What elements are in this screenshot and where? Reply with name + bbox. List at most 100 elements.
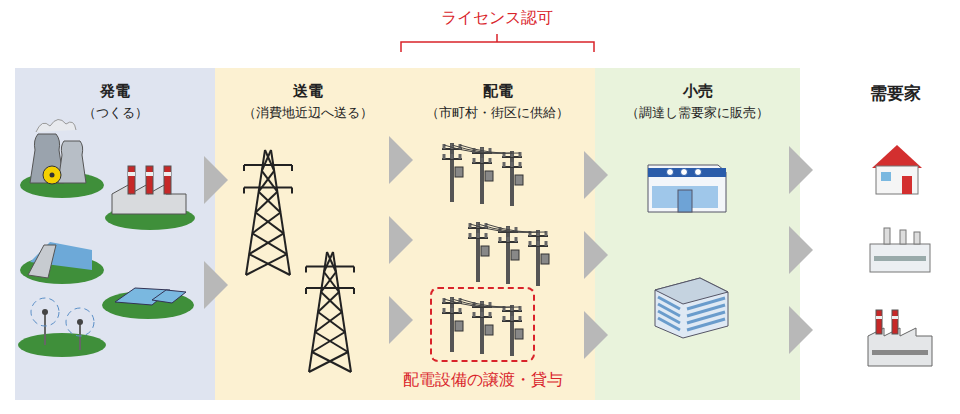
distribution-poles-part xyxy=(480,301,484,354)
distribution-poles-part xyxy=(499,237,502,242)
power-plants-part xyxy=(164,166,171,194)
flow-chevron xyxy=(584,151,608,199)
distribution-poles-part xyxy=(469,233,472,238)
distribution-poles-part xyxy=(476,222,480,282)
distribution-poles-part xyxy=(451,308,454,313)
distribution-poles-part xyxy=(477,233,480,238)
distribution-poles-part xyxy=(529,241,532,246)
stage-heading: 配電 xyxy=(400,82,595,102)
stage-subtitle: （調達し需要家に販売） xyxy=(595,104,800,122)
distribution-poles-part xyxy=(485,325,493,335)
distribution-poles-part xyxy=(511,162,514,167)
power-plants-part xyxy=(58,141,86,183)
transmission-towers-part xyxy=(309,352,348,372)
transmission-towers-part xyxy=(256,213,284,234)
distribution-poles-part xyxy=(473,158,476,163)
distribution-poles-part xyxy=(481,158,484,163)
distribution-poles-part xyxy=(443,154,446,159)
consumers xyxy=(868,145,932,366)
retail-buildings-part xyxy=(655,278,728,338)
flow-chevrons-part xyxy=(389,216,413,264)
transmission-towers-part xyxy=(312,332,345,352)
distribution-poles-part xyxy=(473,312,476,317)
power-plants-part xyxy=(128,172,135,176)
power-plants-part xyxy=(30,134,64,183)
distribution-poles-part xyxy=(515,175,523,185)
distribution-poles-part xyxy=(515,329,523,339)
distribution-poles-part xyxy=(536,230,540,286)
stage-band: 小売（調達し需要家に販売） xyxy=(595,68,800,400)
distribution-poles-part xyxy=(452,145,512,153)
power-plants-part xyxy=(42,309,48,315)
distribution-poles-part xyxy=(511,250,519,260)
transmission-towers xyxy=(244,150,354,372)
distribution-poles-part xyxy=(478,224,538,232)
flow-chevron xyxy=(204,156,228,204)
transmission-towers-part xyxy=(321,292,342,312)
distribution-poles-part xyxy=(450,297,454,352)
transmission-towers-part xyxy=(252,233,287,254)
transmission-towers-part xyxy=(262,150,271,171)
transmission-towers-part xyxy=(259,192,281,213)
distribution-poles-part xyxy=(511,316,514,321)
flow-chevrons-part xyxy=(789,226,813,274)
transmission-towers-part xyxy=(243,165,245,171)
power-plants-part xyxy=(164,172,171,176)
transmission-towers-part xyxy=(353,288,355,294)
distribution-poles-part xyxy=(455,167,463,177)
distribution-poles-part xyxy=(519,316,522,321)
flow-chevrons-part xyxy=(789,146,813,194)
consumers-part xyxy=(914,232,920,244)
power-plants-part xyxy=(44,312,46,345)
retail-buildings-part xyxy=(695,169,702,176)
retail-buildings-part xyxy=(648,165,726,212)
distribution-poles-part xyxy=(480,147,484,204)
distribution-poles-part xyxy=(460,145,520,153)
license-label: ライセンス認可 xyxy=(441,8,553,27)
power-plants-part xyxy=(128,166,135,194)
consumers-part xyxy=(892,310,898,334)
distribution-poles xyxy=(442,143,549,356)
power-plants-part xyxy=(146,172,153,176)
distribution-poles-part xyxy=(443,298,446,303)
power-plants-part xyxy=(36,119,76,132)
consumers-part xyxy=(881,172,891,181)
transmission-towers-part xyxy=(249,254,290,275)
consumer-heading: 需要家 xyxy=(870,83,921,103)
retail-buildings-part xyxy=(681,169,688,176)
stage-band: 配電（市町村・街区に供給）配電設備の譲渡・貸与 xyxy=(400,68,595,400)
distribution-poles-part xyxy=(506,226,510,284)
distribution-poles-part xyxy=(489,312,492,317)
distribution-poles-part xyxy=(451,154,454,159)
distribution-poles-part xyxy=(489,158,492,163)
consumers-part xyxy=(876,310,882,334)
distribution-poles-part xyxy=(537,241,540,246)
retail-buildings-part xyxy=(678,190,692,212)
distribution-poles-part xyxy=(515,237,518,242)
transmission-towers-part xyxy=(315,312,342,332)
transmission-towers-part xyxy=(324,252,333,272)
power-plants-part xyxy=(31,298,59,326)
flow-chevrons-part xyxy=(389,296,413,344)
distribution-poles-part xyxy=(481,246,489,256)
power-plants-part xyxy=(152,290,186,303)
power-plants-part xyxy=(146,166,153,194)
transmission-towers-part xyxy=(246,254,287,275)
consumers-part xyxy=(884,228,890,244)
transmission-towers-part xyxy=(305,266,307,272)
flow-chevrons-part xyxy=(584,231,608,279)
power-plants-part xyxy=(77,319,83,325)
distribution-poles-part xyxy=(545,241,548,246)
flow-chevrons xyxy=(204,146,813,359)
distribution-poles-part xyxy=(469,223,472,228)
retail-buildings-part xyxy=(667,169,674,176)
distribution-poles-part xyxy=(485,233,488,238)
distribution-poles-part xyxy=(481,312,484,317)
distribution-poles-part xyxy=(507,237,510,242)
distribution-poles-part xyxy=(450,143,454,202)
flow-chevrons-part xyxy=(204,261,228,309)
consumers-part xyxy=(872,350,928,355)
transmission-towers-part xyxy=(244,187,292,189)
flow-chevron xyxy=(389,136,413,184)
